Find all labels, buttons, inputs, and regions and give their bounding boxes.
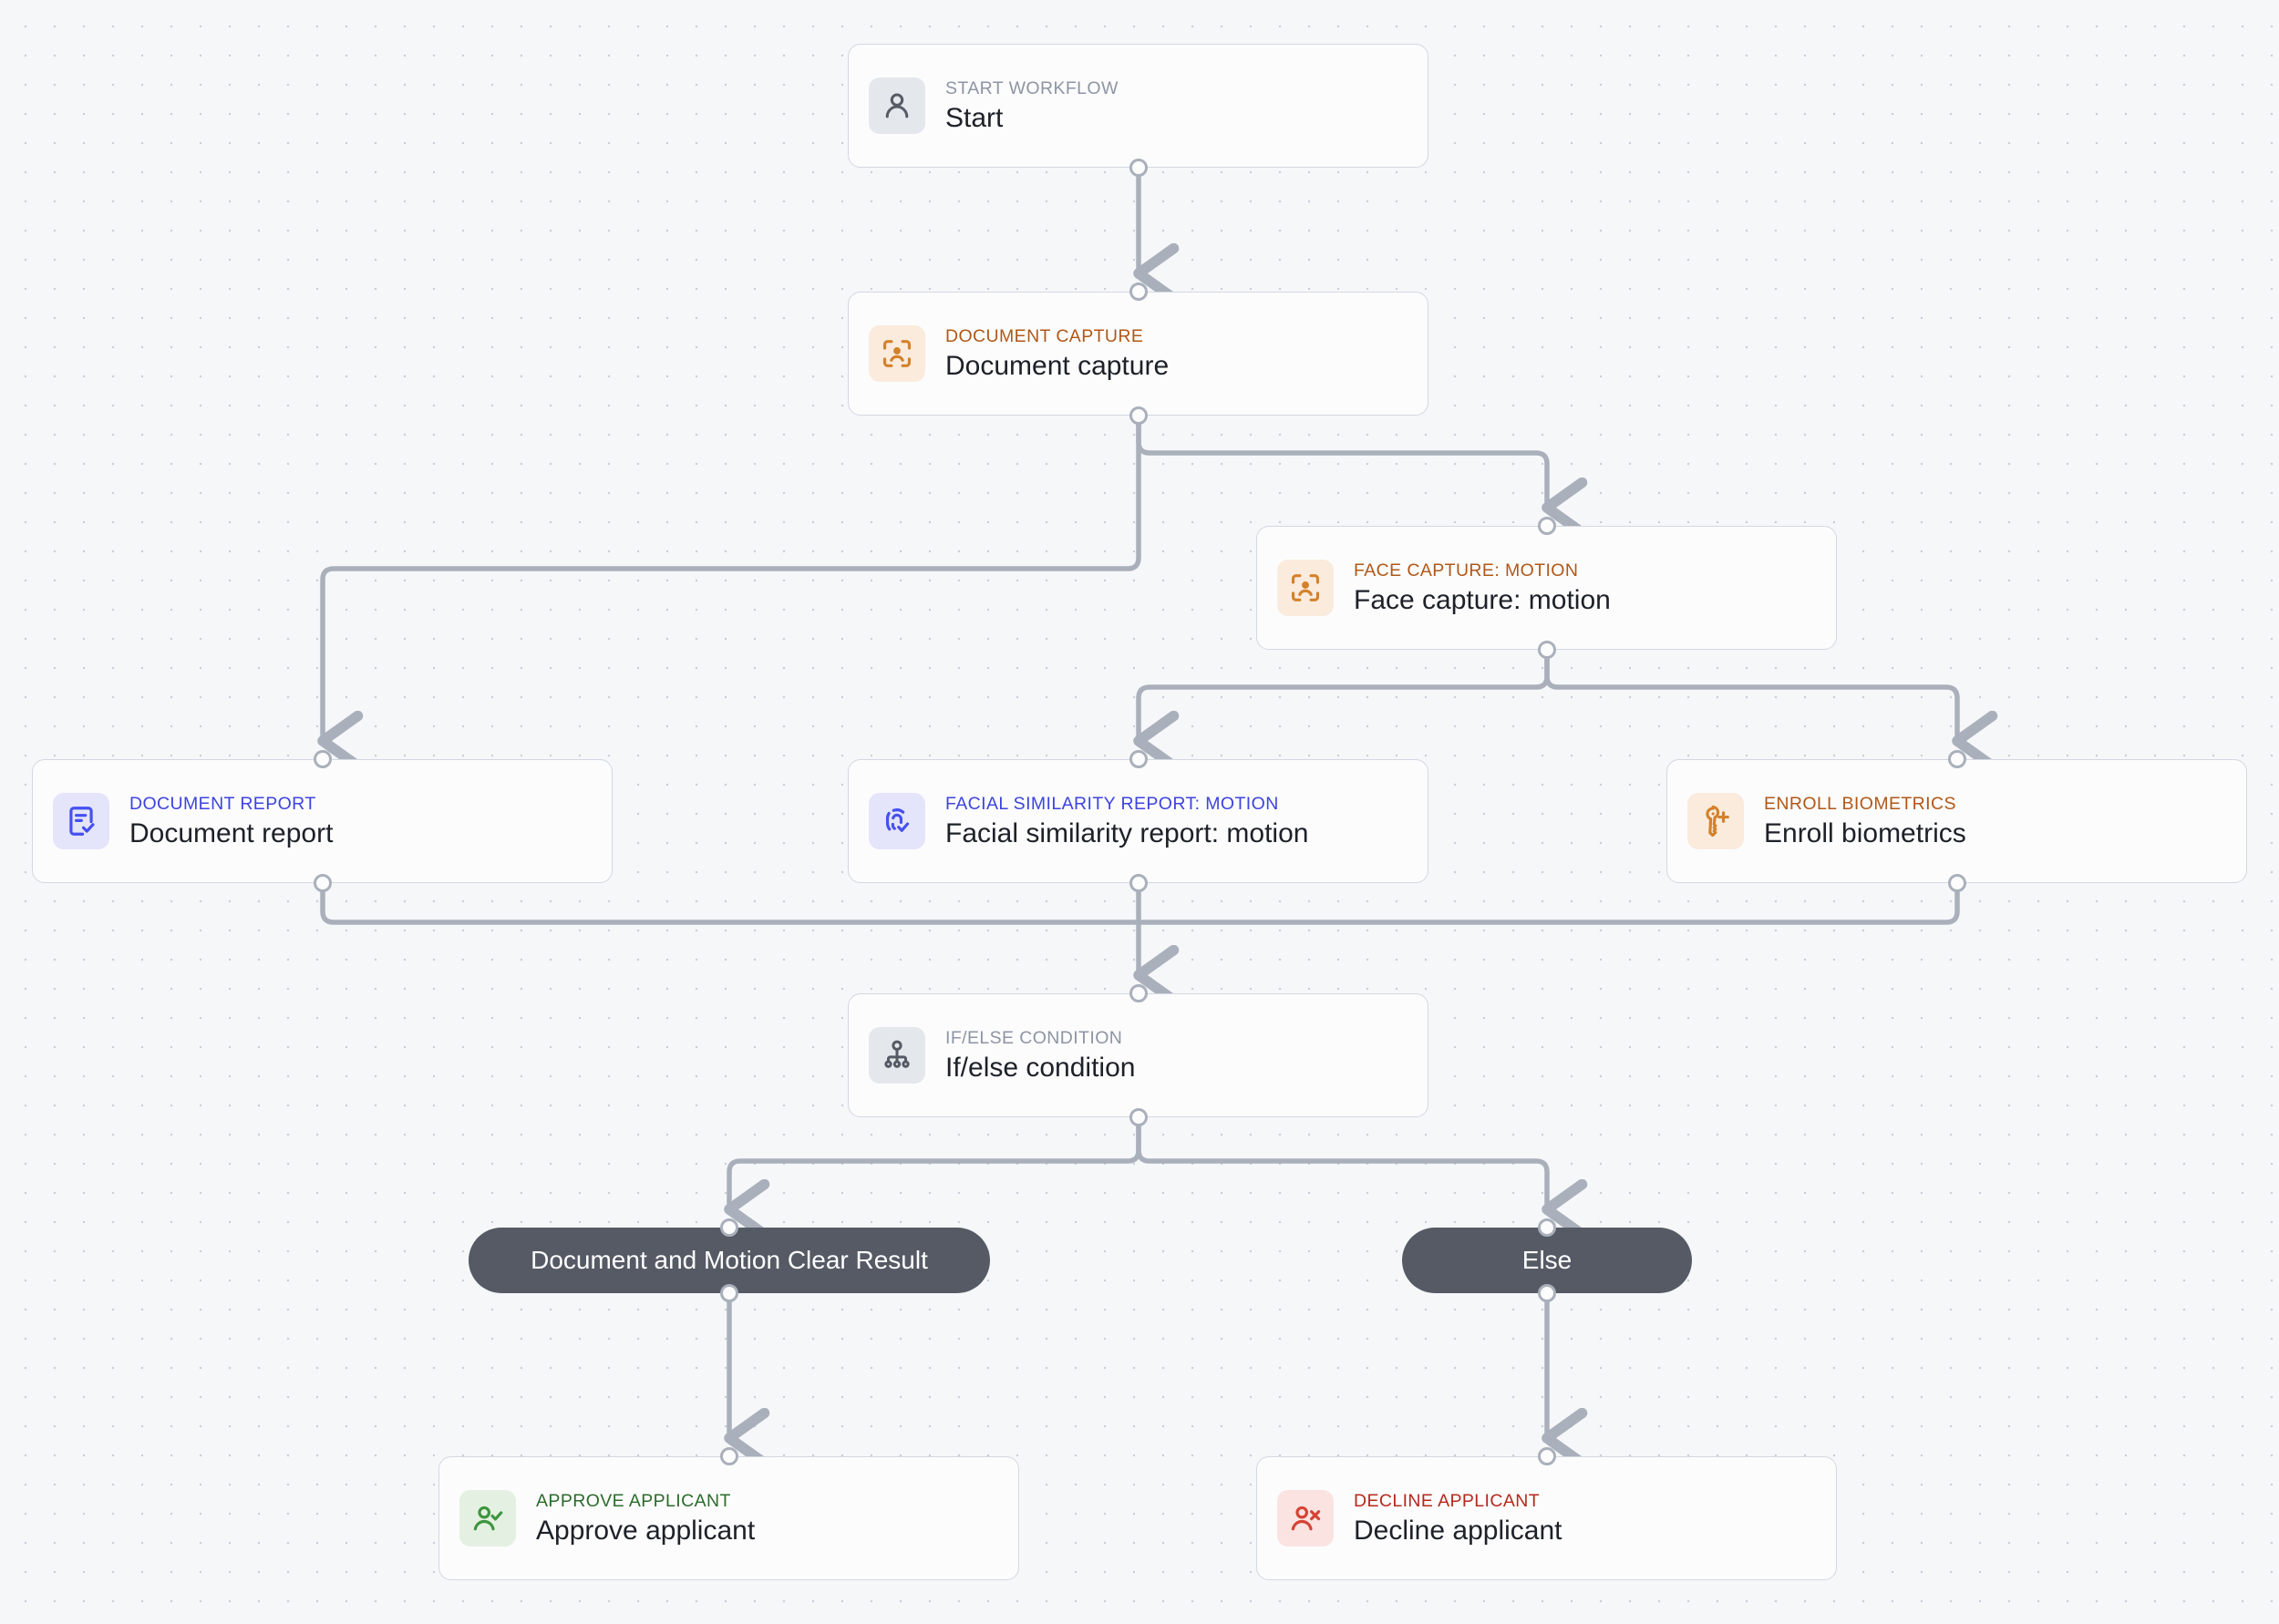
- condition-pill-label: Document and Motion Clear Result: [531, 1246, 928, 1274]
- node-title: Face capture: motion: [1354, 584, 1611, 615]
- node-title: Document capture: [945, 350, 1170, 381]
- port-doccap-out[interactable]: [1129, 406, 1148, 425]
- node-decline-applicant[interactable]: DECLINE APPLICANT Decline applicant: [1256, 1456, 1837, 1580]
- port-ifelse-in[interactable]: [1129, 984, 1148, 1002]
- node-text: START WORKFLOW Start: [945, 78, 1119, 134]
- port-pillelse-out[interactable]: [1538, 1284, 1556, 1302]
- node-text: DECLINE APPLICANT Decline applicant: [1354, 1491, 1562, 1547]
- node-title: Document report: [129, 817, 334, 848]
- document-check-icon: [53, 793, 109, 849]
- port-facerep-in[interactable]: [1129, 750, 1148, 768]
- port-docrep-in[interactable]: [314, 750, 332, 768]
- port-pillclear-out[interactable]: [720, 1284, 738, 1302]
- node-kicker: START WORKFLOW: [945, 77, 1119, 98]
- fingerprint-check-icon: [869, 793, 925, 849]
- port-docrep-out[interactable]: [314, 874, 332, 892]
- port-decline-in[interactable]: [1538, 1447, 1556, 1465]
- node-kicker: DOCUMENT CAPTURE: [945, 325, 1144, 346]
- port-enroll-in[interactable]: [1948, 750, 1966, 768]
- edge-enroll-ifelse: [1136, 880, 1960, 925]
- port-ifelse-out[interactable]: [1129, 1108, 1148, 1126]
- node-text: DOCUMENT CAPTURE Document capture: [945, 326, 1169, 382]
- node-kicker: IF/ELSE CONDITION: [945, 1027, 1123, 1048]
- port-facecap-out[interactable]: [1538, 641, 1556, 659]
- edge-docrep-ifelse: [320, 880, 1141, 925]
- node-text: IF/ELSE CONDITION If/else condition: [945, 1028, 1135, 1084]
- node-text: FACIAL SIMILARITY REPORT: MOTION Facial …: [945, 794, 1308, 849]
- branch-icon: [869, 1027, 925, 1084]
- person-check-icon: [459, 1490, 516, 1547]
- node-start[interactable]: START WORKFLOW Start: [848, 44, 1428, 168]
- condition-pill-label: Else: [1521, 1246, 1573, 1274]
- node-document-report[interactable]: DOCUMENT REPORT Document report: [32, 759, 613, 883]
- node-title: Start: [945, 102, 1004, 133]
- node-text: DOCUMENT REPORT Document report: [129, 794, 333, 849]
- node-face-capture-motion[interactable]: FACE CAPTURE: MOTION Face capture: motio…: [1256, 526, 1837, 650]
- port-pillclear-in[interactable]: [720, 1218, 738, 1237]
- port-facerep-out[interactable]: [1129, 874, 1148, 892]
- port-pillelse-in[interactable]: [1538, 1218, 1556, 1237]
- node-title: Enroll biometrics: [1764, 817, 1966, 848]
- port-doccap-in[interactable]: [1129, 283, 1148, 301]
- edge-ifelse-pillelse: [1136, 1115, 1547, 1209]
- port-enroll-out[interactable]: [1948, 874, 1966, 892]
- node-title: Decline applicant: [1354, 1515, 1562, 1546]
- edge-facecap-facerep: [1139, 647, 1550, 741]
- node-kicker: APPROVE APPLICANT: [536, 1490, 731, 1511]
- node-text: APPROVE APPLICANT Approve applicant: [536, 1491, 755, 1547]
- node-if-else-condition[interactable]: IF/ELSE CONDITION If/else condition: [848, 993, 1428, 1117]
- node-kicker: DECLINE APPLICANT: [1354, 1490, 1541, 1511]
- node-text: ENROLL BIOMETRICS Enroll biometrics: [1764, 794, 1966, 849]
- node-title: Facial similarity report: motion: [945, 817, 1309, 848]
- port-approve-in[interactable]: [720, 1447, 738, 1465]
- port-facecap-in[interactable]: [1538, 517, 1556, 535]
- node-kicker: FACE CAPTURE: MOTION: [1354, 560, 1579, 581]
- edge-doccap-facecap: [1136, 413, 1547, 508]
- condition-pill-document-and-motion-clear-result[interactable]: Document and Motion Clear Result: [469, 1228, 990, 1293]
- person-icon: [869, 77, 925, 134]
- node-text: FACE CAPTURE: MOTION Face capture: motio…: [1354, 560, 1611, 616]
- person-x-icon: [1277, 1490, 1334, 1547]
- node-title: If/else condition: [945, 1052, 1136, 1083]
- node-enroll-biometrics[interactable]: ENROLL BIOMETRICS Enroll biometrics: [1666, 759, 2247, 883]
- document-scan-icon: [869, 325, 925, 382]
- port-start-out[interactable]: [1129, 159, 1148, 177]
- condition-pill-else[interactable]: Else: [1402, 1228, 1692, 1293]
- edge-ifelse-pillclear: [729, 1115, 1141, 1209]
- node-kicker: FACIAL SIMILARITY REPORT: MOTION: [945, 793, 1279, 814]
- node-facial-similarity-report-motion[interactable]: FACIAL SIMILARITY REPORT: MOTION Facial …: [848, 759, 1428, 883]
- node-title: Approve applicant: [536, 1515, 756, 1546]
- face-scan-icon: [1277, 560, 1334, 616]
- node-document-capture[interactable]: DOCUMENT CAPTURE Document capture: [848, 292, 1428, 416]
- node-kicker: ENROLL BIOMETRICS: [1764, 793, 1956, 814]
- key-plus-icon: [1687, 793, 1744, 849]
- edge-doccap-docrep: [323, 413, 1141, 741]
- node-approve-applicant[interactable]: APPROVE APPLICANT Approve applicant: [438, 1456, 1019, 1580]
- node-kicker: DOCUMENT REPORT: [129, 793, 316, 814]
- edge-facecap-enroll: [1544, 647, 1957, 741]
